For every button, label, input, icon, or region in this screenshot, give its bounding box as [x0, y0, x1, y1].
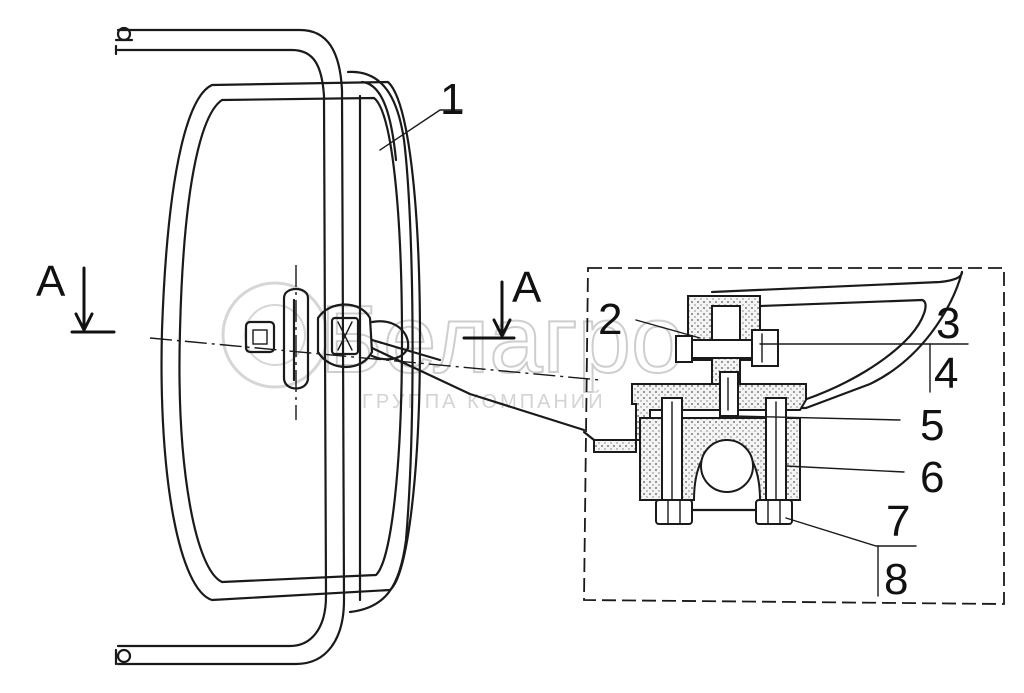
mirror-front-view: [114, 26, 601, 666]
callout-6: 6: [920, 453, 944, 502]
callout-7: 7: [886, 497, 910, 546]
section-detail-view: [582, 267, 1005, 605]
section-marker-right: A: [462, 263, 542, 340]
section-marker-left: A: [36, 257, 116, 334]
callout-labels: 1 2 3 4 5 6 7 8: [440, 75, 960, 604]
callout-6-leader: [785, 465, 905, 473]
callout-3: 3: [936, 299, 960, 348]
callout-2-leader: [635, 319, 701, 339]
callout-2: 2: [598, 295, 622, 344]
callout-4: 4: [934, 349, 958, 398]
callout-5-leader: [731, 415, 901, 421]
callout-5: 5: [920, 401, 944, 450]
callout-1: 1: [440, 75, 464, 124]
callout-8: 8: [884, 555, 908, 604]
callout-7-leader: [785, 517, 917, 547]
section-label-right: A: [512, 263, 542, 312]
callout-1-leader: [379, 109, 463, 151]
watermark-subtitle: ГРУППА КОМПАНИЙ: [362, 389, 606, 413]
section-label-left: A: [36, 257, 66, 306]
